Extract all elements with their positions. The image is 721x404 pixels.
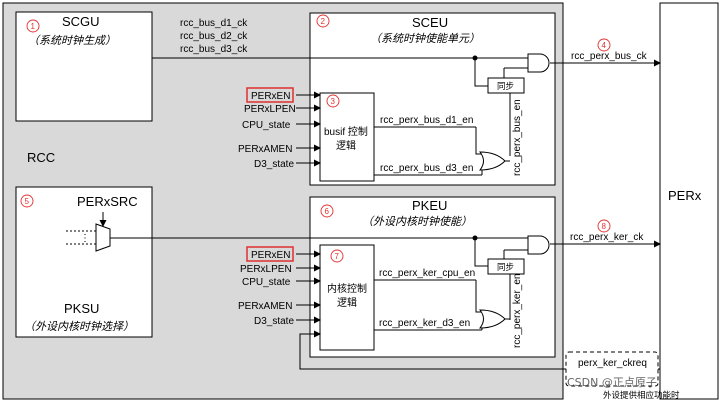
ker-sync-label: 同步 xyxy=(497,263,514,273)
perx-label: PERx xyxy=(668,188,702,203)
bus-en-label: rcc_perx_bus_en xyxy=(512,99,523,176)
bus-d1-label: rcc_perx_bus_d1_en xyxy=(380,115,473,126)
pksu-subtitle: （外设内核时钟选择） xyxy=(24,320,134,333)
ckreq-box xyxy=(565,351,659,387)
ker-and-gate xyxy=(527,235,550,255)
ker-en-label: rcc_perx_ker_en xyxy=(512,274,523,348)
sceu-perxen-highlight xyxy=(246,87,294,103)
pksu-title: PKSU xyxy=(64,301,99,316)
ker-ck-label: rcc_perx_ker_ck xyxy=(570,232,644,243)
ker-ck-num: 8 xyxy=(602,222,607,231)
busif-num: 3 xyxy=(331,97,336,106)
ker-cpu-label: rcc_perx_ker_cpu_en xyxy=(379,268,475,279)
pksu-num-circle xyxy=(20,194,34,208)
pkeu-input-d3-state: D3_state xyxy=(254,316,294,327)
ker-ck-num-circle xyxy=(597,219,611,233)
ker-d3-label: rcc_perx_ker_d3_en xyxy=(379,318,470,329)
bus-sync-box xyxy=(487,77,525,94)
ckreq-note: 外设提供相应功能时 xyxy=(603,390,680,401)
sceu-input-d3-state: D3_state xyxy=(254,159,294,170)
scgu-title: SCGU xyxy=(62,14,100,29)
ker-sync-box xyxy=(487,258,525,275)
bus-ck-num: 4 xyxy=(602,41,607,50)
kernel-block xyxy=(319,244,375,351)
bus-ck-num-circle xyxy=(597,38,611,52)
pkeu-input-cpu-state: CPU_state xyxy=(242,277,291,288)
ckreq-label: perx_ker_ckreq xyxy=(578,358,647,369)
sceu-subtitle: （系统时钟使能单元） xyxy=(370,32,480,45)
perx-block xyxy=(659,2,719,400)
pksu-mux-dots: ⋮ xyxy=(80,233,90,244)
pkeu-num-circle xyxy=(320,204,334,218)
sceu-num-circle xyxy=(316,14,330,28)
pksu-mux xyxy=(95,223,111,252)
scgu-num-circle xyxy=(26,19,40,33)
bus-sync-label: 同步 xyxy=(497,82,514,92)
pksu-num: 5 xyxy=(25,197,30,206)
pkeu-num: 6 xyxy=(325,207,330,216)
bus-clock-d1: rcc_bus_d1_ck xyxy=(180,18,248,29)
watermark: CSDN @正点原子 xyxy=(567,376,657,389)
pkeu-input-perxamen: PERxAMEN xyxy=(238,301,292,312)
sceu-title: SCEU xyxy=(412,15,448,30)
busif-line1: busif 控制 xyxy=(324,125,368,138)
kernel-num: 7 xyxy=(335,252,340,261)
bus-or-gate xyxy=(478,151,506,171)
sceu-num: 2 xyxy=(321,17,326,26)
bus-clock-d3: rcc_bus_d3_ck xyxy=(180,44,248,55)
busif-num-circle xyxy=(326,94,340,108)
ker-or-gate xyxy=(478,309,506,329)
rcc-label: RCC xyxy=(27,150,55,165)
bus-and-gate xyxy=(527,53,550,73)
pkeu-input-perxlpen: PERxLPEN xyxy=(240,264,292,275)
busif-line2: 逻辑 xyxy=(336,139,356,152)
pkeu-subtitle: （外设内核时钟使能） xyxy=(362,215,472,228)
pkeu-input-perxen: PERxEN xyxy=(251,250,290,261)
kernel-line2: 逻辑 xyxy=(337,296,357,309)
sceu-input-cpu-state: CPU_state xyxy=(242,120,291,131)
scgu-block xyxy=(15,11,153,122)
sceu-input-perxamen: PERxAMEN xyxy=(238,144,292,155)
bus-sync-clock-wire xyxy=(474,58,488,87)
bus-d3-label: rcc_perx_bus_d3_en xyxy=(380,163,473,174)
sceu-input-perxen: PERxEN xyxy=(251,91,290,102)
ckreq-feedback-line xyxy=(299,330,660,370)
scgu-num: 1 xyxy=(31,22,36,31)
kernel-num-circle xyxy=(330,249,344,263)
pkeu-perxen-highlight xyxy=(246,246,294,262)
bus-ck-label: rcc_perx_bus_ck xyxy=(571,51,648,62)
sceu-input-perxlpen: PERxLPEN xyxy=(244,104,296,115)
scgu-subtitle: （系统时钟生成） xyxy=(28,34,116,47)
pksu-block xyxy=(15,186,153,338)
kernel-line1: 内核控制 xyxy=(327,282,367,295)
pksu-src: PERxSRC xyxy=(77,194,138,209)
busif-block xyxy=(319,92,375,182)
bus-clock-d2: rcc_bus_d2_ck xyxy=(180,31,248,42)
pkeu-title: PKEU xyxy=(412,198,447,213)
